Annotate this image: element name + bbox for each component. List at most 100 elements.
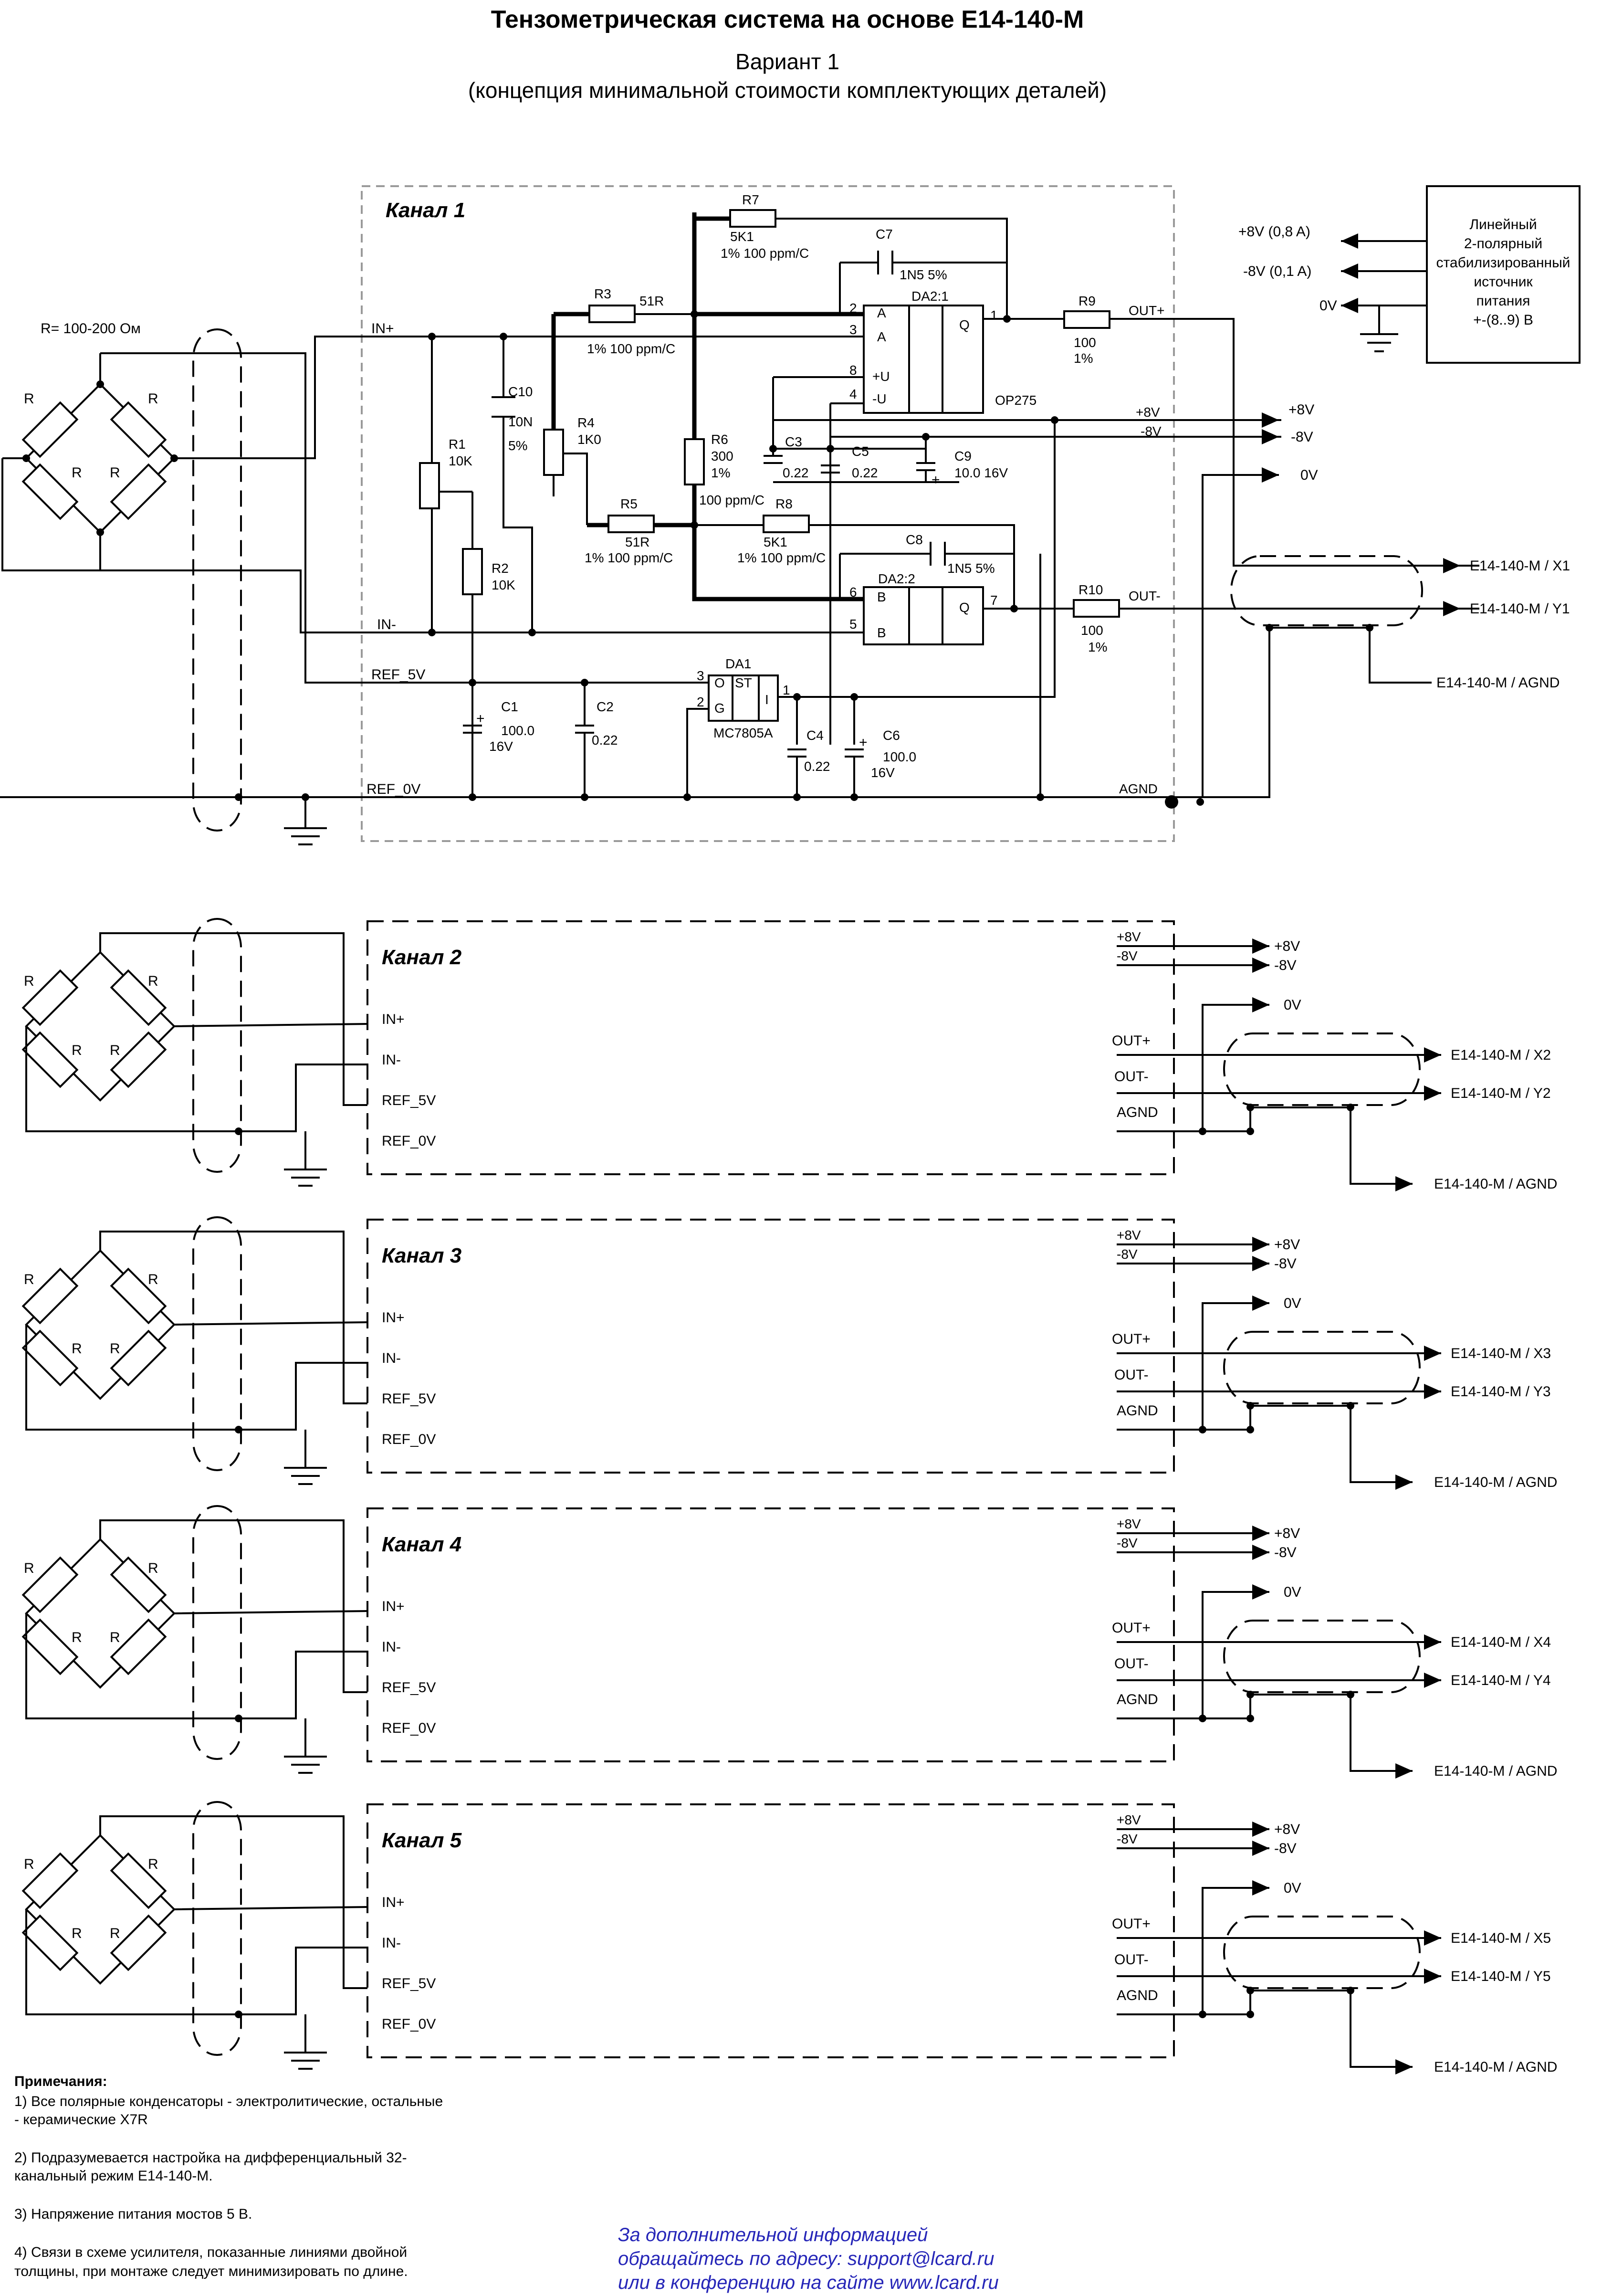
c2-label: C2: [597, 699, 614, 714]
r7-tol: 1% 100 ppm/C: [721, 246, 809, 261]
ch1-pin-in-plus: IN+: [371, 321, 394, 337]
ch4-pin-in-minus: IN-: [382, 1639, 401, 1655]
bridge-1-arms: [21, 401, 167, 520]
contact-line-1: За дополнительной информацией: [618, 2224, 928, 2245]
ch5-pin-m8: -8V: [1117, 1832, 1138, 1846]
channel-1-title: Канал 1: [386, 199, 465, 222]
r8-label: R8: [775, 496, 793, 511]
r1-value: 10K: [449, 453, 472, 468]
c1-volt: 16V: [489, 739, 513, 754]
da1-pin3: 3: [697, 668, 704, 683]
variant-label: Вариант 1: [735, 49, 839, 74]
r3-label: R3: [594, 286, 611, 301]
psu-out-m8: -8V (0,1 A): [1243, 263, 1311, 279]
ch3-pin-agnd: AGND: [1117, 1403, 1158, 1419]
r7-label: R7: [742, 192, 759, 207]
ch1-conn-agnd: E14-140-M / AGND: [1436, 675, 1560, 691]
r6-value: 300: [711, 449, 733, 463]
r9-value: 100: [1074, 335, 1096, 350]
ch3-conn-x: E14-140-M / X3: [1451, 1346, 1551, 1361]
c3-value: 0.22: [783, 465, 809, 480]
r8-resistor: [763, 515, 810, 533]
ch3-rail-0v: 0V: [1284, 1295, 1301, 1311]
da2-1-pin1: 1: [990, 308, 998, 323]
da2-2-pin5: 5: [849, 617, 857, 632]
bridge-1: [1, 336, 429, 633]
r2-label: R2: [492, 561, 509, 576]
ch4-pin-in-plus: IN+: [382, 1599, 405, 1614]
ch2-pin-outm: OUT-: [1114, 1069, 1149, 1085]
bridge-2-arm-r4: R: [110, 1043, 120, 1058]
da2-2-pin7: 7: [990, 593, 998, 608]
r8-value: 5K1: [764, 535, 787, 549]
psu-line-6: +-(8..9) В: [1473, 312, 1533, 328]
bridge-4-arm-r2: R: [148, 1560, 158, 1576]
c8-label: C8: [906, 532, 923, 547]
da2-1-pin-a2: A: [877, 329, 886, 344]
ch3-rail-p8: +8V: [1274, 1237, 1300, 1253]
bridge-3-arm-r2: R: [148, 1272, 158, 1287]
ch1-pin-agnd: AGND: [1119, 781, 1158, 796]
note-1a: 1) Все полярные конденсаторы - электроли…: [14, 2094, 443, 2109]
ch2-pin-agnd: AGND: [1117, 1105, 1158, 1120]
ch2-pin-ref5: REF_5V: [382, 1093, 436, 1108]
ch2-rail-0v: 0V: [1284, 997, 1301, 1013]
c6-value: 100.0: [883, 749, 916, 764]
da1-regulator: [708, 674, 779, 722]
channel-3-boundary: [366, 1219, 1175, 1474]
bridge-1-arm-r2: R: [148, 391, 158, 407]
ch5-pin-outp: OUT+: [1112, 1916, 1151, 1932]
da2-1-pin4: 4: [849, 387, 857, 401]
ch2-pin-outp: OUT+: [1112, 1033, 1151, 1049]
da2-2-opamp: [863, 586, 984, 645]
note-2a: 2) Подразумевается настройка на дифферен…: [14, 2150, 407, 2166]
r1-label: R1: [449, 437, 466, 452]
ch1-pin-ref0: REF_0V: [366, 781, 420, 797]
c1-value: 100.0: [501, 723, 534, 738]
c7-value: 1N5 5%: [900, 267, 947, 282]
c9-value: 10.0 16V: [954, 465, 1008, 480]
ch2-pin-p8: +8V: [1117, 929, 1141, 944]
ch1-pin-out-plus: OUT+: [1129, 303, 1164, 318]
da2-1-name: DA2:1: [911, 289, 949, 304]
channel-4-title: Канал 4: [382, 1533, 461, 1556]
ch4-rail-0v: 0V: [1284, 1584, 1301, 1600]
c7-label: C7: [876, 227, 893, 242]
ch1-conn-y: E14-140-M / Y1: [1470, 601, 1570, 617]
note-4b: толщины, при монтаже следует минимизиров…: [14, 2264, 408, 2279]
r3-resistor: [588, 305, 636, 323]
c4-value: 0.22: [804, 759, 830, 774]
ch4-pin-ref5: REF_5V: [382, 1680, 436, 1696]
da1-part: MC7805A: [713, 726, 773, 740]
r3-tol: 1% 100 ppm/C: [587, 341, 675, 356]
ch2-conn-agnd: E14-140-M / AGND: [1434, 1176, 1557, 1192]
ch1-rail-m8: -8V: [1291, 429, 1313, 445]
r6-label: R6: [711, 432, 728, 447]
ch5-pin-in-plus: IN+: [382, 1895, 405, 1910]
ch3-pin-ref0: REF_0V: [382, 1432, 436, 1447]
note-4a: 4) Связи в схеме усилителя, показанные л…: [14, 2244, 407, 2260]
r5-value: 51R: [625, 535, 649, 549]
channel-5-boundary: [366, 1803, 1175, 2058]
note-2b: канальный режим Е14-140-М.: [14, 2168, 213, 2184]
ch1-conn-x: E14-140-M / X1: [1470, 558, 1570, 574]
c1-label: C1: [501, 699, 518, 714]
concept-label: (концепция минимальной стоимости комплек…: [468, 78, 1107, 103]
ch1-rail-0v: 0V: [1300, 467, 1318, 483]
r2-value: 10K: [492, 578, 515, 592]
r9-resistor: [1063, 310, 1110, 329]
r10-resistor: [1073, 599, 1120, 618]
bridge-5-arm-r2: R: [148, 1856, 158, 1872]
r4-label: R4: [577, 415, 595, 430]
bridge-2-arm-r3: R: [72, 1043, 82, 1058]
psu-out-p8: +8V (0,8 A): [1238, 224, 1310, 240]
c6-plus-mark: +: [859, 735, 868, 750]
ch1-pin-p8: +8V: [1136, 405, 1160, 420]
r6-tol: 1%: [711, 465, 730, 480]
ch4-rail-m8: -8V: [1274, 1545, 1297, 1560]
ch2-pin-ref0: REF_0V: [382, 1133, 436, 1149]
da2-2-pin6: 6: [849, 585, 857, 600]
ch2-rail-m8: -8V: [1274, 958, 1297, 973]
